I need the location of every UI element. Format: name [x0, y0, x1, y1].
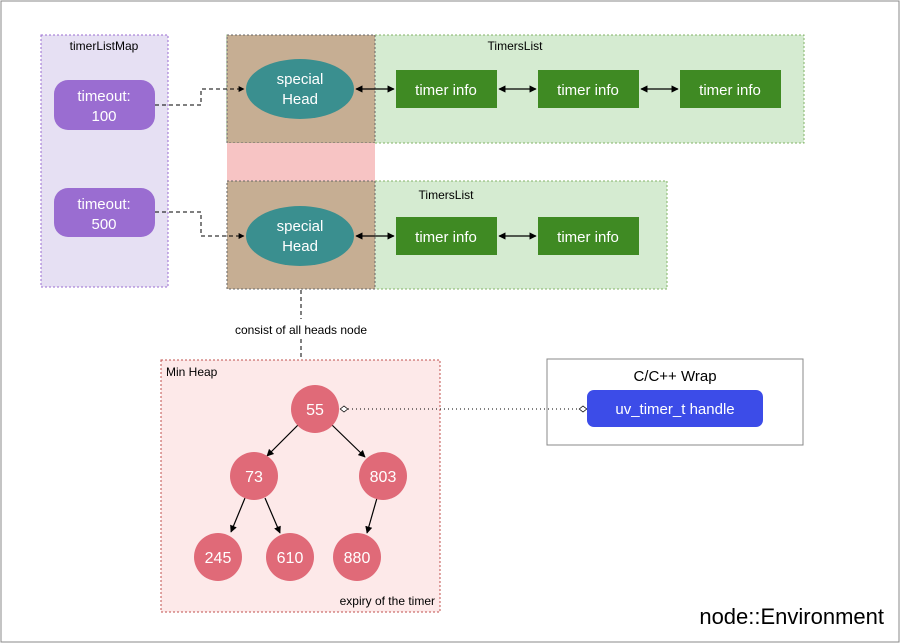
map-to-head-connector [155, 211, 245, 239]
heap-edge [264, 497, 281, 534]
heap-node-value: 803 [370, 469, 397, 486]
timer-info-label: timer info [557, 229, 619, 246]
heap-node[interactable]: 73 [230, 452, 278, 500]
map-to-head-connector [155, 86, 245, 106]
timers-list-2: TimersList special Head timer info timer… [226, 180, 668, 290]
heap-node-value: 73 [245, 469, 263, 486]
heap-node-value: 55 [306, 402, 324, 419]
cpp-wrap: C/C++ Wrap uv_timer_t handle [546, 358, 804, 446]
cpp-wrap-title: C/C++ Wrap [633, 368, 716, 385]
head-gap [227, 143, 375, 181]
timer-info-node[interactable]: timer info [396, 70, 497, 108]
timeout-pill-value: 100 [91, 108, 116, 125]
heap-edge [266, 424, 299, 457]
uv-timer-handle-label: uv_timer_t handle [615, 401, 734, 418]
uv-timer-handle[interactable]: uv_timer_t handle [587, 390, 763, 427]
heap-node-value: 610 [277, 550, 304, 567]
timer-info-node[interactable]: timer info [396, 217, 497, 255]
special-head-1[interactable]: special Head [246, 59, 354, 119]
timer-info-label: timer info [415, 229, 477, 246]
timeout-pill-value: 500 [91, 216, 116, 233]
timers-list-1: TimersList special Head timer info timer… [226, 34, 805, 144]
timer-info-node[interactable]: timer info [680, 70, 781, 108]
heap-node[interactable]: 610 [266, 533, 314, 581]
timeout-pill-100[interactable]: timeout: 100 [54, 80, 155, 130]
heap-node[interactable]: 245 [194, 533, 242, 581]
timers-list-title: TimersList [488, 39, 544, 53]
timer-info-label: timer info [557, 82, 619, 99]
heads-note: consist of all heads node [235, 323, 367, 337]
timer-list-map: timerListMap timeout: 100 timeout: 500 [40, 34, 169, 288]
heap-node-value: 245 [205, 550, 232, 567]
timer-info-label: timer info [699, 82, 761, 99]
heap-node[interactable]: 880 [333, 533, 381, 581]
heap-node[interactable]: 803 [359, 452, 407, 500]
special-head-line2: Head [282, 238, 318, 255]
timer-list-map-title: timerListMap [70, 39, 139, 53]
special-head-line1: special [277, 218, 324, 235]
timeout-pill-label: timeout: [77, 88, 130, 105]
special-head-line2: Head [282, 91, 318, 108]
heap-edge [365, 497, 378, 534]
timeout-pill-label: timeout: [77, 196, 130, 213]
min-heap-footer: expiry of the timer [340, 594, 435, 608]
special-head-line1: special [277, 71, 324, 88]
heap-edge [230, 497, 246, 533]
timer-info-label: timer info [415, 82, 477, 99]
timer-info-node[interactable]: timer info [538, 217, 639, 255]
min-heap-title: Min Heap [166, 365, 218, 379]
heap-edge [331, 424, 366, 458]
environment-label: node::Environment [699, 604, 884, 629]
timeout-pill-500[interactable]: timeout: 500 [54, 188, 155, 237]
heap-node[interactable]: 55 [291, 385, 339, 433]
heap-node-value: 880 [344, 550, 371, 567]
min-heap: Min Heap expiry of the timer 55 73 803 2… [160, 359, 441, 613]
timers-list-title: TimersList [419, 188, 475, 202]
special-head-2[interactable]: special Head [246, 206, 354, 266]
timer-info-node[interactable]: timer info [538, 70, 639, 108]
